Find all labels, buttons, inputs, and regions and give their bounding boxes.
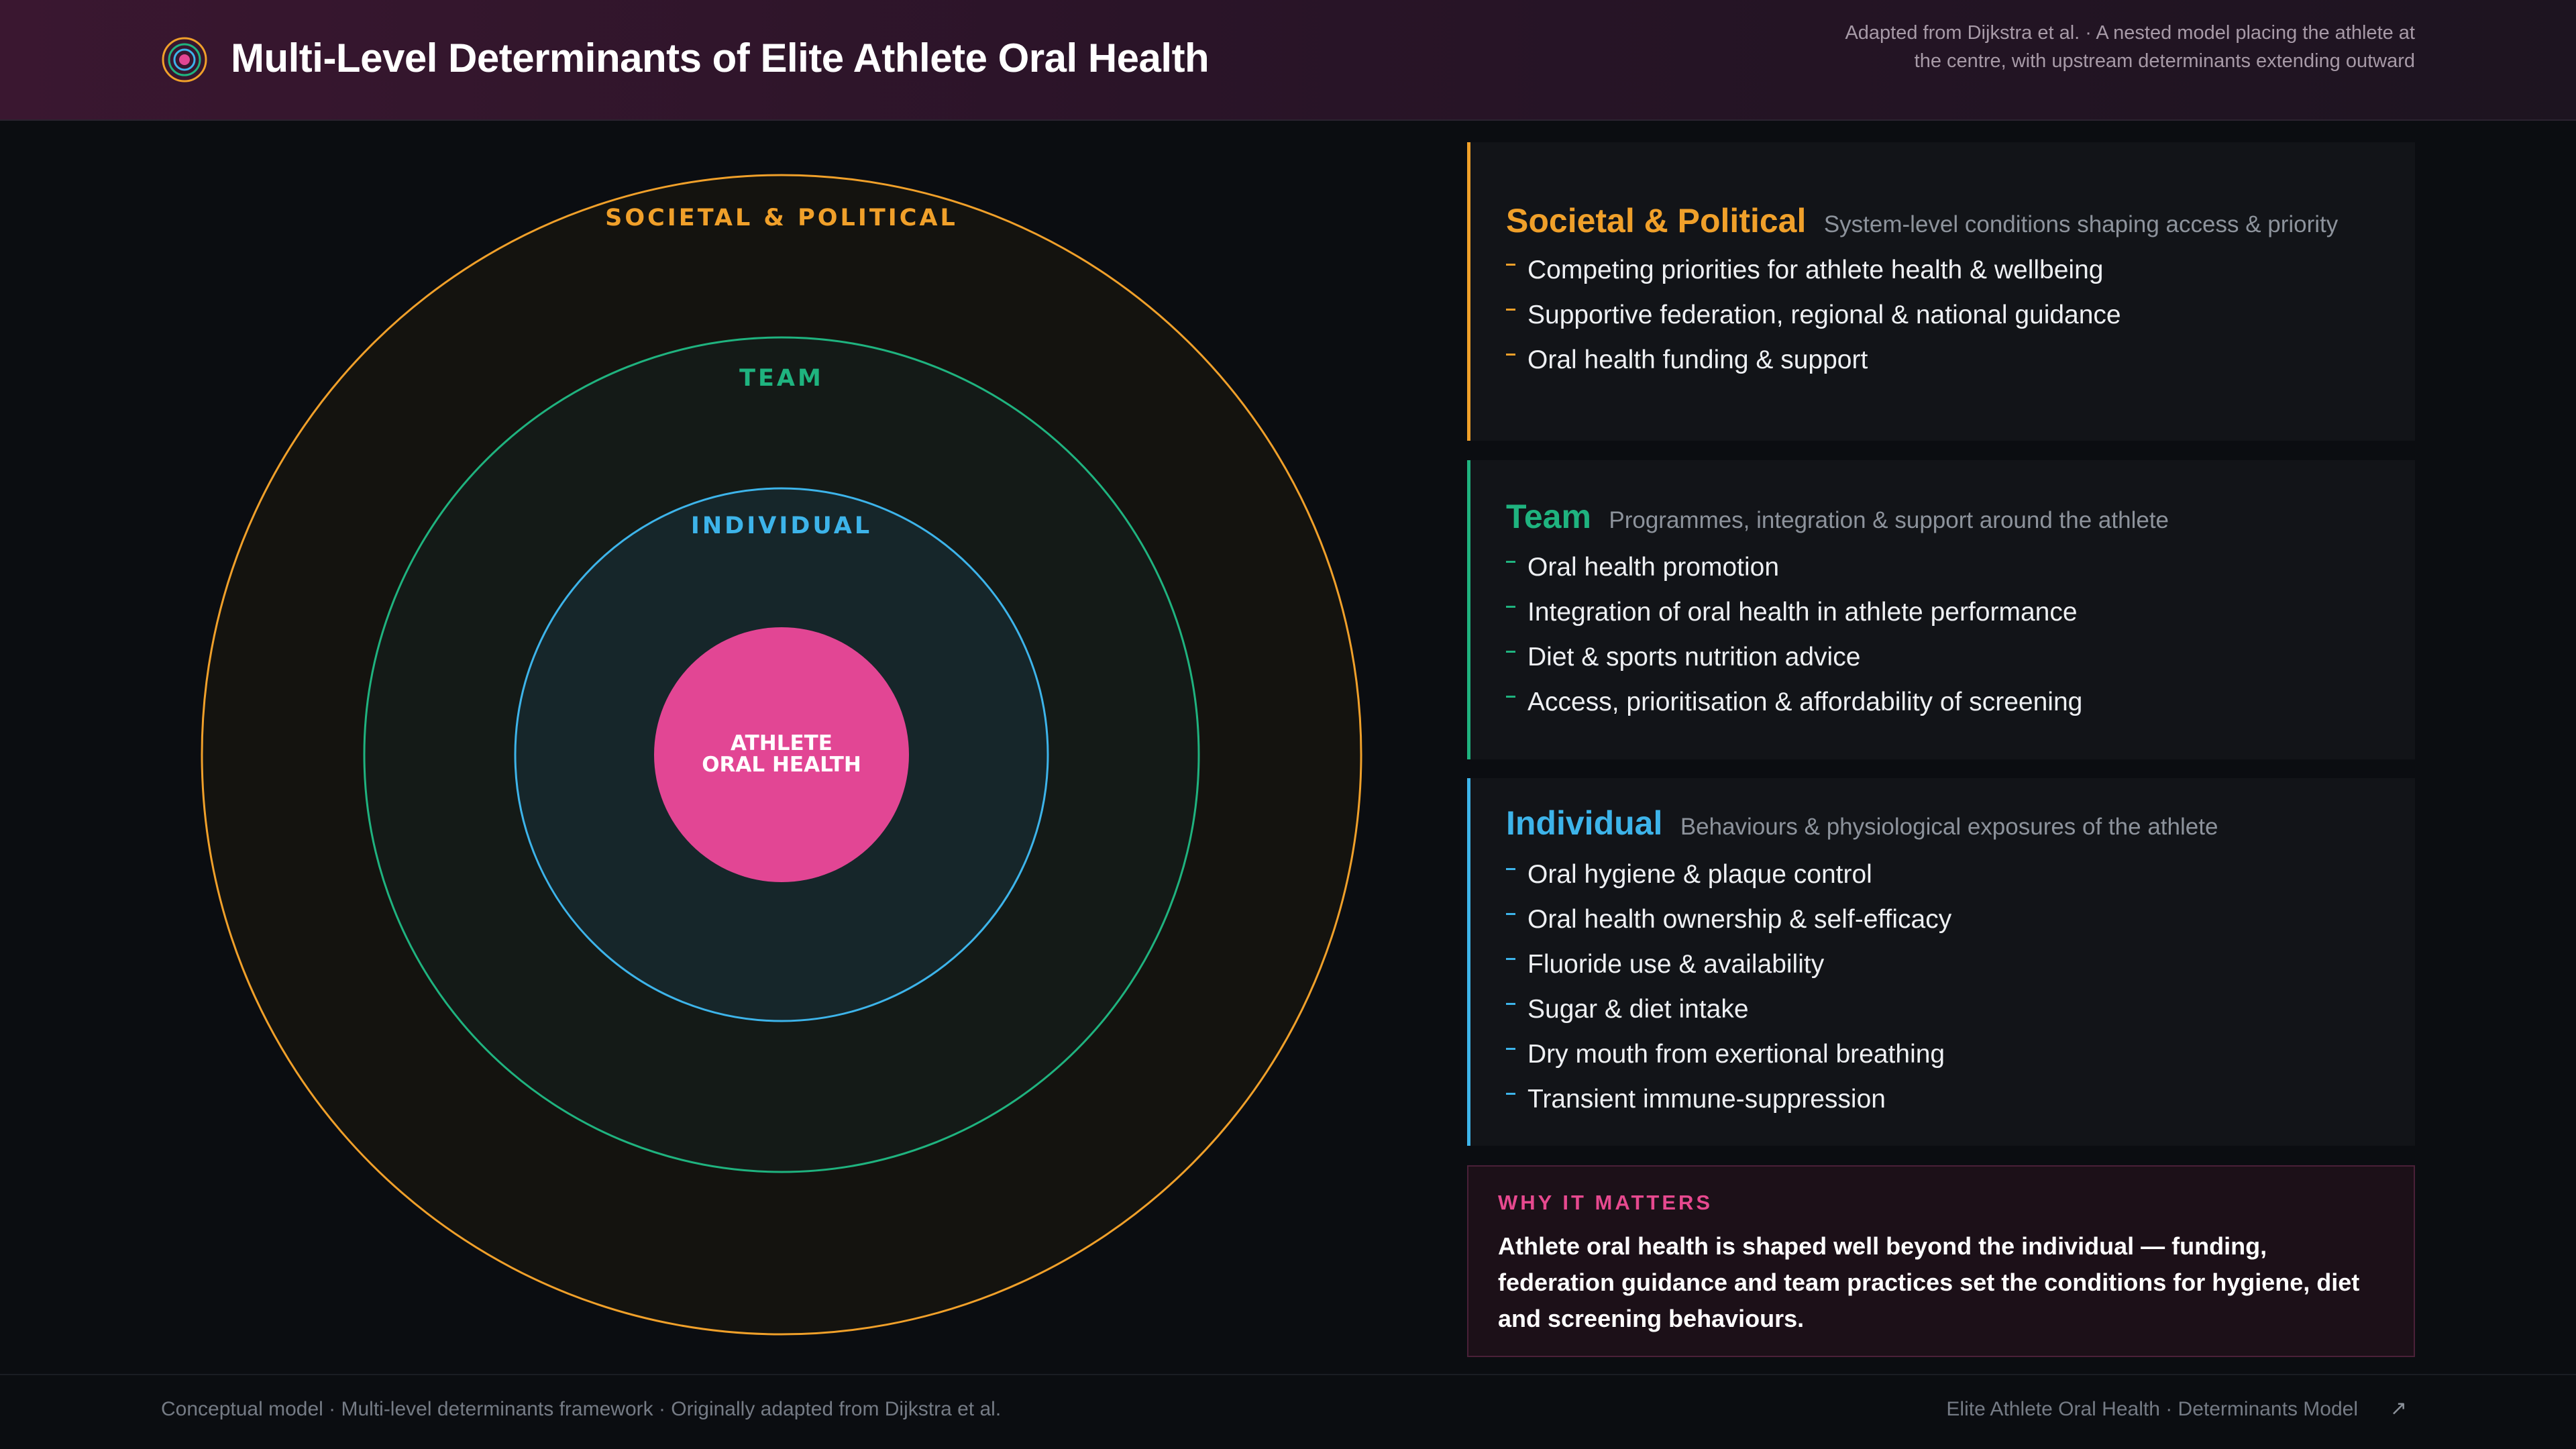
core-label-line1: ATHLETE [731, 731, 833, 755]
core-label-line2: ORAL HEALTH [702, 753, 861, 777]
list-item: Access, prioritisation & affordability o… [1506, 680, 2082, 724]
nested-determinants-diagram: SOCIETAL & POLITICAL TEAM INDIVIDUAL ATH… [201, 174, 1362, 1336]
concentric-target-icon [162, 37, 207, 83]
header-bar: Multi-Level Determinants of Elite Athlet… [0, 0, 2576, 121]
list-item: Competing priorities for athlete health … [1506, 248, 2121, 292]
panel-societal-political: Societal & Political System-level condit… [1467, 142, 2415, 441]
list-item: Transient immune-suppression [1506, 1077, 1951, 1122]
panel-subtitle: System-level conditions shaping access &… [1823, 211, 2339, 237]
footer-divider [0, 1374, 2576, 1375]
header-source-note: Adapted from Dijkstra et al. · A nested … [1845, 22, 2415, 72]
list-item: Oral health promotion [1506, 545, 2082, 590]
panel-item-list: Competing priorities for athlete health … [1506, 248, 2121, 382]
panel-title: Team [1506, 498, 1591, 535]
panel-team: Team Programmes, integration & support a… [1467, 460, 2415, 759]
page-title: Multi-Level Determinants of Elite Athlet… [231, 36, 1210, 80]
footer-title: Elite Athlete Oral Health · Determinants… [1946, 1398, 2358, 1420]
why-it-matters-callout: WHY IT MATTERS Athlete oral health is sh… [1467, 1165, 2415, 1357]
list-item: Sugar & diet intake [1506, 987, 1951, 1032]
list-item: Integration of oral health in athlete pe… [1506, 590, 2082, 635]
panel-subtitle: Programmes, integration & support around… [1609, 507, 2169, 533]
panel-individual: Individual Behaviours & physiological ex… [1467, 778, 2415, 1146]
ring-label-individual: INDIVIDUAL [691, 513, 872, 539]
ring-label-societal: SOCIETAL & POLITICAL [605, 205, 958, 231]
list-item: Oral hygiene & plaque control [1506, 852, 1951, 897]
callout-text: Athlete oral health is shaped well beyon… [1498, 1232, 2360, 1332]
panel-title: Individual [1506, 804, 1663, 842]
panel-title: Societal & Political [1506, 202, 1807, 239]
share-arrow-icon[interactable]: ↗ [2390, 1397, 2407, 1419]
panel-subtitle: Behaviours & physiological exposures of … [1680, 814, 2218, 840]
list-item: Oral health ownership & self-efficacy [1506, 897, 1951, 942]
athlete-core [654, 627, 909, 882]
panel-item-list: Oral health promotion Integration of ora… [1506, 545, 2082, 724]
callout-label: WHY IT MATTERS [1498, 1191, 1713, 1214]
footer-caption: Conceptual model · Multi-level determina… [161, 1398, 1002, 1420]
ring-label-team: TEAM [739, 365, 824, 392]
list-item: Dry mouth from exertional breathing [1506, 1032, 1951, 1077]
list-item: Fluoride use & availability [1506, 942, 1951, 987]
list-item: Oral health funding & support [1506, 337, 2121, 382]
list-item: Supportive federation, regional & nation… [1506, 292, 2121, 337]
list-item: Diet & sports nutrition advice [1506, 635, 2082, 680]
panel-item-list: Oral hygiene & plaque control Oral healt… [1506, 852, 1951, 1122]
